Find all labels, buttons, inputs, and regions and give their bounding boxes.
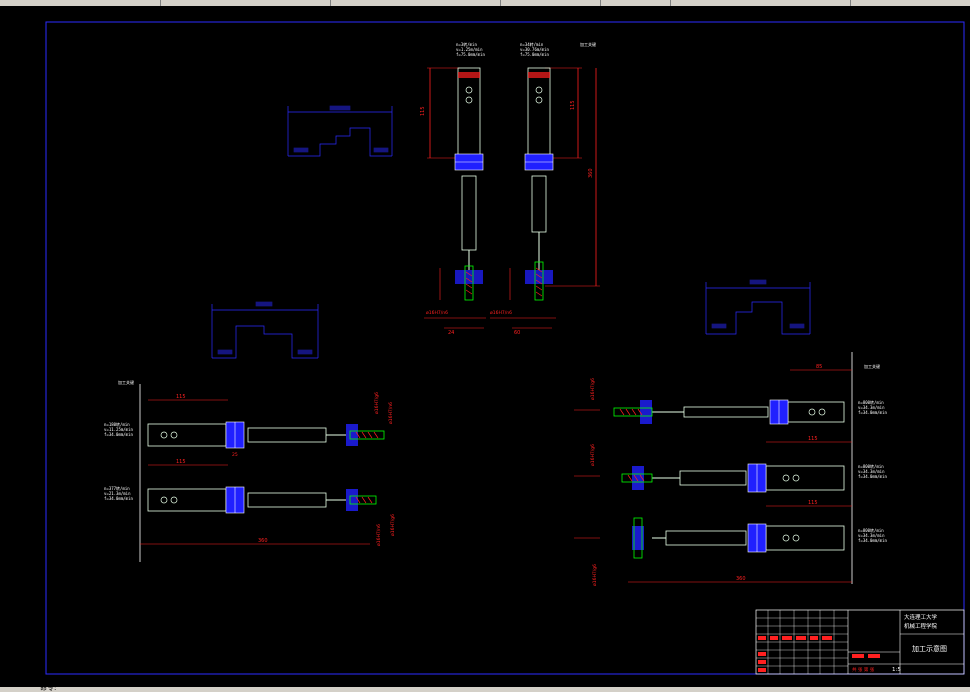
cad-canvas[interactable]: n=3转/min v=1.25m/min f=75.0mm/min n=34转/…	[0, 6, 970, 687]
top-left-param: n=3转/min	[456, 41, 477, 47]
title-block: 大连理工大学 机械工程学院 加工示意图 共 张 第 张 1:5	[755, 609, 965, 675]
right-param: v=34.3m/min	[858, 533, 885, 538]
toolbar-separator	[850, 0, 851, 6]
right-param: f=34.0mm/min	[858, 538, 887, 543]
right-assembly-2	[621, 463, 845, 493]
title-scale: 1:5	[892, 667, 901, 673]
left-param: f=34.0mm/min	[104, 496, 133, 501]
right-dim-115-b: 115	[808, 500, 818, 506]
right-fit: ø16H7/g6	[590, 378, 596, 400]
title-drawing-name: 加工示意图	[912, 644, 947, 653]
drawing-frame	[45, 21, 965, 675]
right-fit: ø16H7/g6	[590, 444, 596, 466]
right-param: f=34.0mm/min	[858, 474, 887, 479]
left-param: f=34.0mm/min	[104, 432, 133, 437]
top-right-assembly	[524, 67, 554, 301]
right-view: 加工关键 85 115 115 n=800转/min v=34.3m/min f…	[574, 352, 887, 586]
top-dim-height: 115	[420, 106, 426, 116]
toolbar-separator	[500, 0, 501, 6]
right-param: v=34.3m/min	[858, 469, 885, 474]
left-fit-a: ø16H7/g6	[374, 392, 380, 414]
top-right-param: v=30.76m/min	[520, 47, 549, 52]
right-dim-115-a: 115	[808, 436, 818, 442]
top-dim-total: 360	[588, 168, 594, 178]
toolbar-separator	[160, 0, 161, 6]
schematic-box-1	[287, 105, 393, 157]
right-param: n=800转/min	[858, 463, 884, 469]
left-ref-label: 加工关键	[118, 379, 134, 385]
right-assembly-3	[632, 517, 845, 559]
right-param: v=34.3m/min	[858, 405, 885, 410]
top-ref-label: 加工关键	[580, 41, 596, 47]
left-param: n=180转/min	[104, 421, 130, 427]
top-left-assembly	[454, 67, 484, 301]
top-fit-left: ø16H7/n6	[426, 310, 448, 316]
title-sheet-info: 共 张 第 张	[852, 666, 875, 673]
top-left-param: f=75.0mm/min	[456, 52, 485, 57]
left-dim-360: 360	[258, 538, 268, 544]
toolbar-separator	[330, 0, 331, 6]
top-view: n=3转/min v=1.25m/min f=75.0mm/min n=34转/…	[420, 41, 600, 336]
toolbar-strip	[0, 0, 970, 6]
left-param: v=11.25m/min	[104, 427, 133, 432]
left-param: n=377转/min	[104, 485, 130, 491]
toolbar-separator	[600, 0, 601, 6]
command-line[interactable]: 命令:	[0, 684, 970, 692]
right-ref-label: 加工关键	[864, 363, 880, 369]
right-param: n=800转/min	[858, 399, 884, 405]
left-dim-25: 25	[232, 452, 238, 458]
title-school-2: 机械工程学院	[904, 622, 938, 630]
left-fit-c: ø16H7/n6	[376, 524, 382, 546]
top-right-param: f=75.0mm/min	[520, 52, 549, 57]
schematic-box-3	[705, 279, 811, 335]
right-fit: ø16H7/g6	[592, 564, 598, 586]
right-dim-360: 360	[736, 576, 746, 582]
left-fit-d: ø16H7/g6	[390, 514, 396, 536]
schematic-box-2	[211, 301, 319, 359]
top-right-param: n=34转/min	[520, 41, 544, 47]
right-dim-85: 85	[816, 364, 822, 370]
top-fit-right: ø16H7/n6	[490, 310, 512, 316]
left-fit-b: ø16H7/n6	[388, 402, 394, 424]
title-school-1: 大连理工大学	[904, 613, 938, 621]
right-assembly-1	[613, 399, 845, 425]
right-param: n=800转/min	[858, 527, 884, 533]
top-left-param: v=1.25m/min	[456, 47, 483, 52]
left-assembly-1	[147, 421, 385, 449]
top-bot-left: 24	[448, 330, 454, 336]
left-dim-115-b: 115	[176, 459, 186, 465]
top-dim-height-r: 115	[570, 100, 576, 110]
left-assembly-2	[147, 486, 377, 514]
toolbar-separator	[670, 0, 671, 6]
left-view: 加工关键 115 115 n=180转/min v=11.25m/min f=3…	[104, 379, 396, 562]
left-param: v=21.3m/min	[104, 491, 131, 496]
right-param: f=34.0mm/min	[858, 410, 887, 415]
left-dim-115-a: 115	[176, 394, 186, 400]
top-bot-right: 60	[514, 330, 520, 336]
command-prompt: 命令:	[40, 684, 57, 692]
